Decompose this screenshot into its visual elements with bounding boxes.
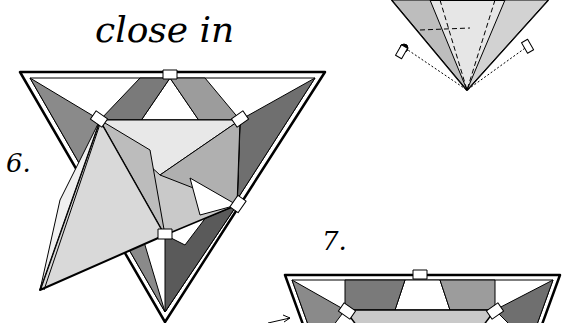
step-heading: close in (95, 12, 234, 48)
step-number: 7. (322, 228, 347, 254)
model-step-6 (20, 70, 325, 322)
step-number: 6. (6, 150, 31, 176)
motion-arrow (268, 315, 290, 323)
model-step-7 (285, 270, 560, 323)
model-step-5 (392, 0, 548, 90)
